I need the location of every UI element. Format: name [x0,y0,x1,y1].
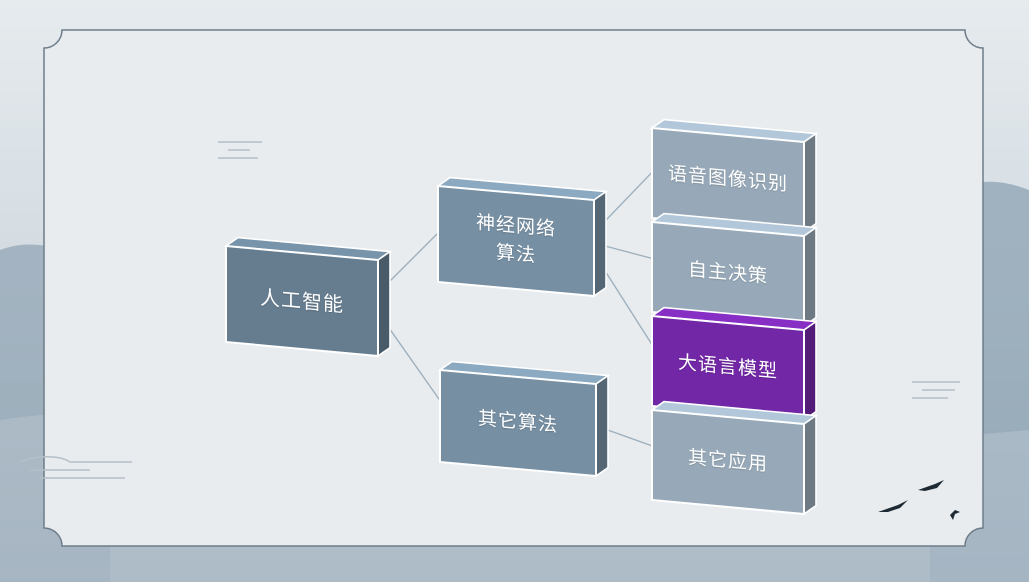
node-other-applications-side-face [804,416,816,514]
node-label-speech-image-recognition: 语音图像识别 [652,128,804,232]
node-autonomous-decision-side-face [804,228,816,326]
node-root-ai-side-face [378,252,390,356]
node-label-other-algorithms: 其它算法 [440,370,596,476]
node-neural-network-side-face [594,192,606,296]
node-other-algorithms-side-face [596,376,608,476]
node-large-language-model-side-face [804,322,816,420]
node-label-large-language-model: 大语言模型 [652,316,804,420]
node-label-neural-network: 神经网络 算法 [438,186,594,296]
node-label-other-applications: 其它应用 [652,410,804,514]
node-speech-image-recognition-side-face [804,134,816,232]
node-label-root: 人工智能 [226,246,378,356]
node-label-autonomous-decision: 自主决策 [652,222,804,326]
